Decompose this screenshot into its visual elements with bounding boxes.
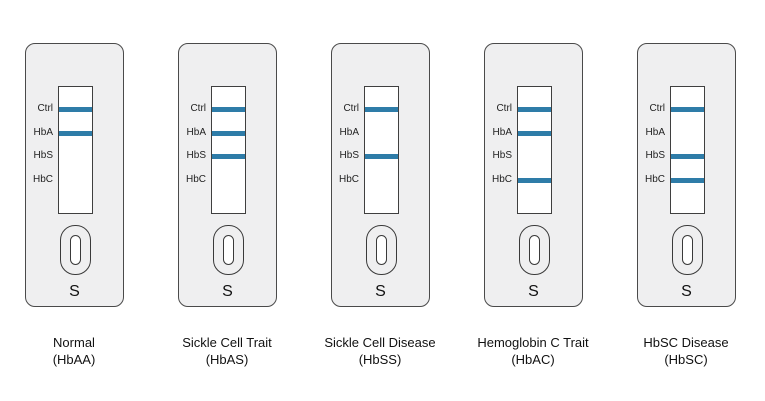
band-label-hba: HbA xyxy=(186,127,206,138)
band-label-hbs: HbS xyxy=(339,150,359,161)
band-ctrl xyxy=(212,107,245,112)
band-hbs xyxy=(365,154,398,159)
band-hbs xyxy=(212,154,245,159)
sample-label: S xyxy=(375,283,386,300)
caption-genotype: (HbSC) xyxy=(664,352,708,367)
test-strip-window xyxy=(211,86,246,214)
caption-title: Normal xyxy=(53,335,95,350)
caption-sickle-cell-disease: Sickle Cell Disease (HbSS) xyxy=(305,334,455,368)
band-label-hbc: HbC xyxy=(32,174,53,185)
band-hbs xyxy=(671,154,704,159)
test-strip-window xyxy=(364,86,399,214)
band-hba xyxy=(212,131,245,136)
test-strip-window xyxy=(58,86,93,214)
sample-label: S xyxy=(681,283,692,300)
caption-hemoglobin-c-trait: Hemoglobin C Trait (HbAC) xyxy=(458,334,608,368)
band-label-hba: HbA xyxy=(339,127,359,138)
sample-well-opening xyxy=(70,235,81,265)
caption-genotype: (HbSS) xyxy=(358,352,402,367)
caption-title: Sickle Cell Trait xyxy=(182,335,272,350)
caption-genotype: (HbAC) xyxy=(511,352,555,367)
test-strip-window xyxy=(670,86,705,214)
sample-well-opening xyxy=(682,235,693,265)
caption-genotype: (HbAA) xyxy=(52,352,96,367)
band-label-hbs: HbS xyxy=(492,150,512,161)
sample-label: S xyxy=(222,283,233,300)
band-label-ctrl: Ctrl xyxy=(649,103,665,114)
band-ctrl xyxy=(518,107,551,112)
band-hbc xyxy=(671,178,704,183)
band-hba xyxy=(59,131,92,136)
band-ctrl xyxy=(365,107,398,112)
band-label-hba: HbA xyxy=(492,127,512,138)
caption-title: Sickle Cell Disease xyxy=(324,335,436,350)
caption-normal: Normal (HbAA) xyxy=(0,334,149,368)
band-label-hbs: HbS xyxy=(645,150,665,161)
caption-title: HbSC Disease xyxy=(643,335,729,350)
band-label-hbs: HbS xyxy=(186,150,206,161)
band-label-hba: HbA xyxy=(33,127,53,138)
sample-well-opening xyxy=(529,235,540,265)
band-label-ctrl: Ctrl xyxy=(37,103,53,114)
caption-genotype: (HbAS) xyxy=(205,352,249,367)
sample-well xyxy=(60,225,91,275)
band-label-hbc: HbC xyxy=(491,174,512,185)
band-hba xyxy=(518,131,551,136)
band-label-hbc: HbC xyxy=(185,174,206,185)
band-ctrl xyxy=(671,107,704,112)
band-ctrl xyxy=(59,107,92,112)
caption-sickle-cell-trait: Sickle Cell Trait (HbAS) xyxy=(152,334,302,368)
sample-label: S xyxy=(528,283,539,300)
band-hbc xyxy=(518,178,551,183)
test-strip-window xyxy=(517,86,552,214)
sample-label: S xyxy=(69,283,80,300)
sample-well-opening xyxy=(223,235,234,265)
band-label-ctrl: Ctrl xyxy=(343,103,359,114)
caption-title: Hemoglobin C Trait xyxy=(477,335,589,350)
band-label-hbc: HbC xyxy=(644,174,665,185)
band-label-ctrl: Ctrl xyxy=(496,103,512,114)
caption-hbsc-disease: HbSC Disease (HbSC) xyxy=(611,334,761,368)
band-label-ctrl: Ctrl xyxy=(190,103,206,114)
sample-well-opening xyxy=(376,235,387,265)
band-label-hba: HbA xyxy=(645,127,665,138)
band-label-hbc: HbC xyxy=(338,174,359,185)
band-label-hbs: HbS xyxy=(33,150,53,161)
